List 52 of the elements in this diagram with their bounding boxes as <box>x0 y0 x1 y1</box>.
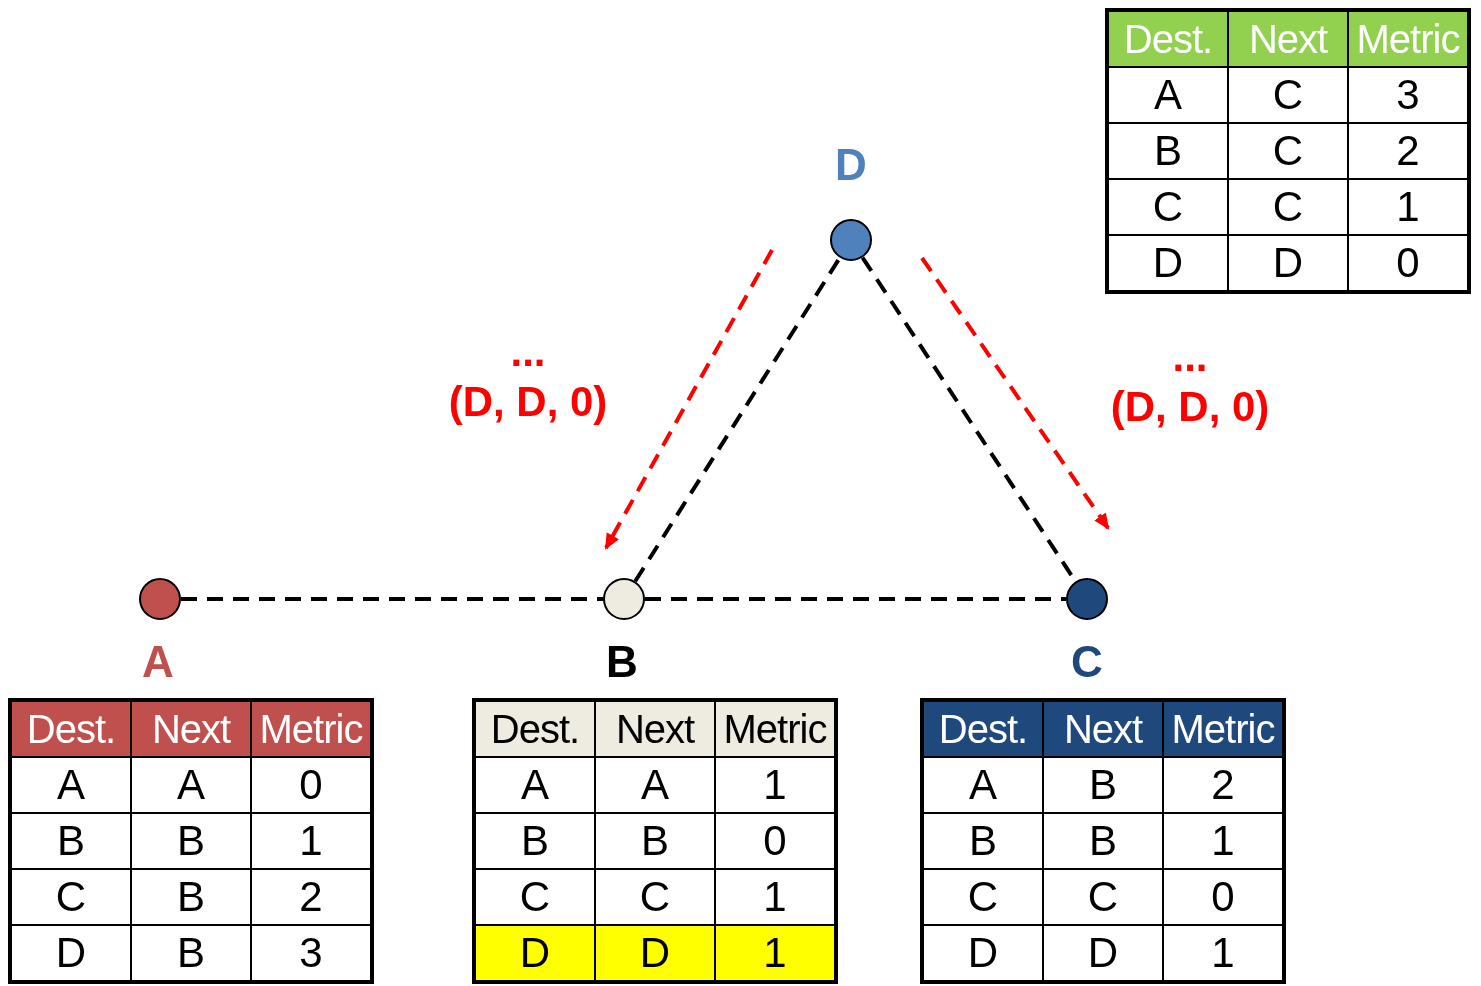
table-cell: B <box>1043 757 1163 813</box>
header-cell: Next <box>131 700 251 757</box>
header-cell: Dest. <box>10 700 131 757</box>
dashed-link <box>181 597 603 601</box>
header-cell: Dest. <box>1107 10 1228 67</box>
table-cell: C <box>1107 179 1228 235</box>
header-cell: Next <box>595 700 715 757</box>
router-node-circle <box>603 578 645 620</box>
header-cell: Next <box>1228 10 1348 67</box>
table-cell: A <box>1107 67 1228 123</box>
node-name: D <box>835 140 867 190</box>
table-cell: C <box>1228 179 1348 235</box>
table-cell: B <box>595 813 715 869</box>
table-cell: B <box>131 813 251 869</box>
router-node-circle <box>139 578 181 620</box>
table-cell: C <box>1228 123 1348 179</box>
node-name: B <box>606 637 638 687</box>
ellipsis-text: ... <box>1172 336 1208 378</box>
table-cell: D <box>595 925 715 982</box>
table-cell: B <box>10 813 131 869</box>
message-label: (D, D, 0) <box>448 381 608 423</box>
table-cell: A <box>474 757 595 813</box>
table-cell: C <box>1228 67 1348 123</box>
table-cell: B <box>922 813 1043 869</box>
dashed-link <box>633 256 842 583</box>
table-cell: A <box>10 757 131 813</box>
header-cell: Dest. <box>474 700 595 757</box>
node-name: C <box>1071 637 1103 687</box>
header-cell: Metric <box>251 700 372 757</box>
ellipsis-text: ... <box>510 331 546 373</box>
table-cell: A <box>922 757 1043 813</box>
node-name: A <box>142 637 174 687</box>
header-cell: Metric <box>1348 10 1469 67</box>
table-cell: B <box>474 813 595 869</box>
table-cell: D <box>474 925 595 982</box>
table-cell: C <box>10 869 131 925</box>
table-cell: A <box>595 757 715 813</box>
message-label: (D, D, 0) <box>1110 386 1270 428</box>
header-cell: Dest. <box>922 700 1043 757</box>
table-cell: C <box>1043 869 1163 925</box>
table-cell: B <box>1107 123 1228 179</box>
table-cell: B <box>131 869 251 925</box>
header-cell: Metric <box>1163 700 1284 757</box>
table-cell: 1 <box>715 925 836 982</box>
table-cell: C <box>922 869 1043 925</box>
table-cell: A <box>131 757 251 813</box>
header-cell: Metric <box>715 700 836 757</box>
router-node-circle <box>1066 578 1108 620</box>
dashed-link <box>645 597 1066 601</box>
table-cell: B <box>1043 813 1163 869</box>
router-node-circle <box>830 219 872 261</box>
header-cell: Next <box>1043 700 1163 757</box>
